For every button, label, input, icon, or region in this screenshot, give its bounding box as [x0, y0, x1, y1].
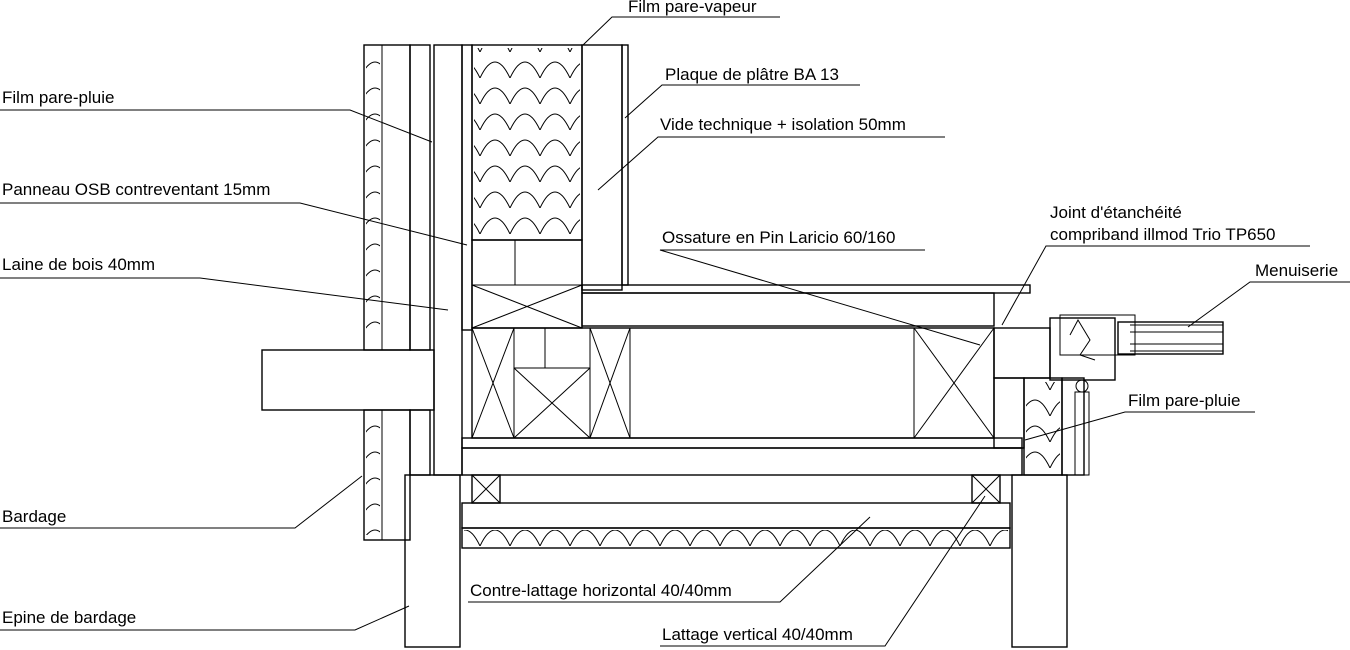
bardage-cladding [363, 44, 411, 541]
bottom-lattage [461, 474, 1011, 549]
osb-panel [461, 44, 473, 331]
label-joint-line2: compriband illmod Trio TP650 [1050, 225, 1276, 244]
floor-joist [261, 349, 435, 411]
label-menuiserie: Menuiserie [1255, 261, 1338, 280]
laine-de-bois-horizontal [461, 437, 1023, 476]
label-panneau-osb: Panneau OSB contreventant 15mm [2, 180, 270, 199]
label-contre-lattage: Contre-lattage horizontal 40/40mm [470, 581, 732, 600]
label-plaque-platre: Plaque de plâtre BA 13 [665, 65, 839, 84]
sill-top-layers [581, 284, 1031, 327]
label-vide-technique: Vide technique + isolation 50mm [660, 115, 906, 134]
label-film-pare-vapeur: Film pare-vapeur [628, 0, 757, 16]
label-lattage-vertical: Lattage vertical 40/40mm [662, 625, 853, 644]
label-film-pare-pluie-right: Film pare-pluie [1128, 391, 1240, 410]
label-laine-bois: Laine de bois 40mm [2, 255, 155, 274]
right-cladding [1023, 377, 1085, 476]
epine-de-bardage [404, 474, 1068, 648]
plaque-platre [621, 44, 629, 286]
leader-lines [0, 16, 1350, 647]
laine-de-bois-vertical [433, 44, 463, 476]
label-epine-bardage: Epine de bardage [2, 608, 136, 627]
vide-technique-vertical [581, 44, 623, 291]
label-film-pare-pluie-top: Film pare-pluie [2, 88, 114, 107]
menuiserie-window [1049, 314, 1224, 476]
vertical-stud-insulation [471, 44, 583, 329]
horizontal-stud-insulation [471, 327, 995, 439]
label-ossature: Ossature en Pin Laricio 60/160 [662, 228, 895, 247]
label-bardage: Bardage [2, 507, 66, 526]
label-joint-line1: Joint d'étanchéité [1050, 203, 1182, 222]
